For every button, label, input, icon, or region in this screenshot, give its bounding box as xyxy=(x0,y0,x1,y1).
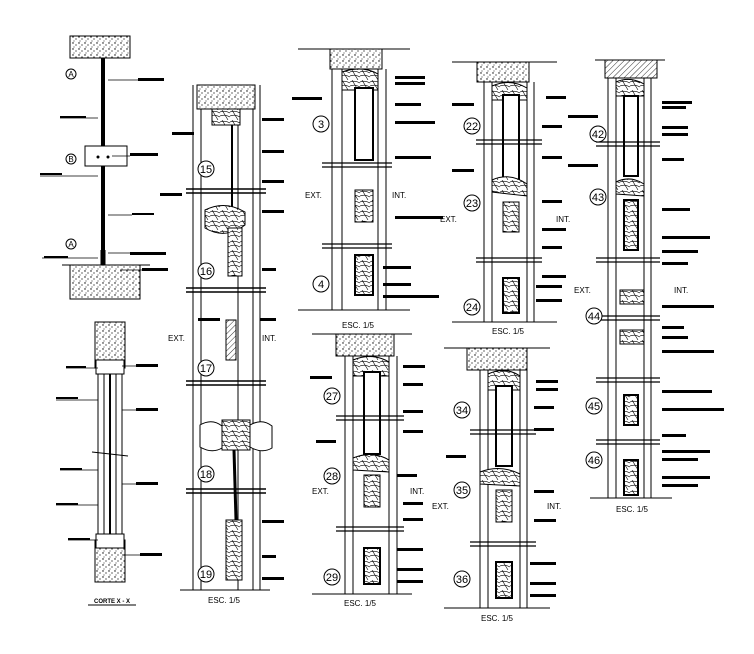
detail-number-16: 16 xyxy=(200,266,212,278)
label-int: INT. xyxy=(392,191,406,200)
label-int: INT. xyxy=(262,334,276,343)
detail-number-3: 3 xyxy=(318,119,324,131)
detail-number-43: 43 xyxy=(592,192,604,204)
detail-panel-27-29: 27 28 29 EXT. INT. ESC. 1/5 xyxy=(310,333,425,608)
label-ext: EXT. xyxy=(440,215,457,224)
detail-number-17: 17 xyxy=(200,363,212,375)
detail-number-4: 4 xyxy=(318,279,324,291)
detail-number-45: 45 xyxy=(588,401,600,413)
label-ext: EXT. xyxy=(312,487,329,496)
marker-b: B xyxy=(68,155,73,164)
marker-a-top: A xyxy=(68,70,74,79)
label-int: INT. xyxy=(674,286,688,295)
elevation-left: A B A xyxy=(40,35,168,300)
detail-number-46: 46 xyxy=(588,455,600,467)
detail-number-35: 35 xyxy=(456,485,468,497)
detail-panel-15-19: 15 16 17 18 19 EXT. INT. ESC. 1/5 xyxy=(160,84,284,605)
label-int: INT. xyxy=(556,215,570,224)
label-ext: EXT. xyxy=(168,334,185,343)
detail-number-34: 34 xyxy=(456,405,468,417)
detail-panel-3-4: 3 4 EXT. INT. ESC. 1/5 xyxy=(292,48,443,330)
detail-number-42: 42 xyxy=(592,129,604,141)
detail-panel-42-46: 42 43 44 45 46 EXT. INT. ESC. 1/5 xyxy=(568,59,724,514)
label-int: INT. xyxy=(547,502,561,511)
scale-label: ESC. 1/5 xyxy=(344,599,377,608)
detail-number-23: 23 xyxy=(466,198,478,210)
detail-number-15: 15 xyxy=(200,164,212,176)
detail-number-22: 22 xyxy=(466,121,478,133)
detail-number-29: 29 xyxy=(326,572,338,584)
detail-number-19: 19 xyxy=(200,569,212,581)
detail-number-27: 27 xyxy=(326,391,338,403)
label-ext: EXT. xyxy=(432,502,449,511)
detail-number-28: 28 xyxy=(326,471,338,483)
label-ext: EXT. xyxy=(574,286,591,295)
scale-label: ESC. 1/5 xyxy=(616,505,649,514)
section-title: CORTE X - X xyxy=(94,599,130,605)
detail-number-24: 24 xyxy=(466,302,478,314)
detail-panel-22-24: 22 23 24 EXT. INT. ESC. 1/5 xyxy=(440,61,570,336)
label-int: INT. xyxy=(410,487,424,496)
detail-number-36: 36 xyxy=(456,574,468,586)
detail-panel-34-36: 34 35 36 EXT. INT. ESC. 1/5 xyxy=(432,347,561,623)
label-ext: EXT. xyxy=(305,191,322,200)
detail-number-18: 18 xyxy=(200,469,212,481)
marker-a-bottom: A xyxy=(68,240,74,249)
scale-label: ESC. 1/5 xyxy=(492,327,525,336)
detail-number-44: 44 xyxy=(588,311,600,323)
scale-label: ESC. 1/5 xyxy=(342,321,375,330)
scale-label: ESC. 1/5 xyxy=(208,596,241,605)
scale-label: ESC. 1/5 xyxy=(481,614,514,623)
corte-x-x: CORTE X - X xyxy=(56,321,162,606)
